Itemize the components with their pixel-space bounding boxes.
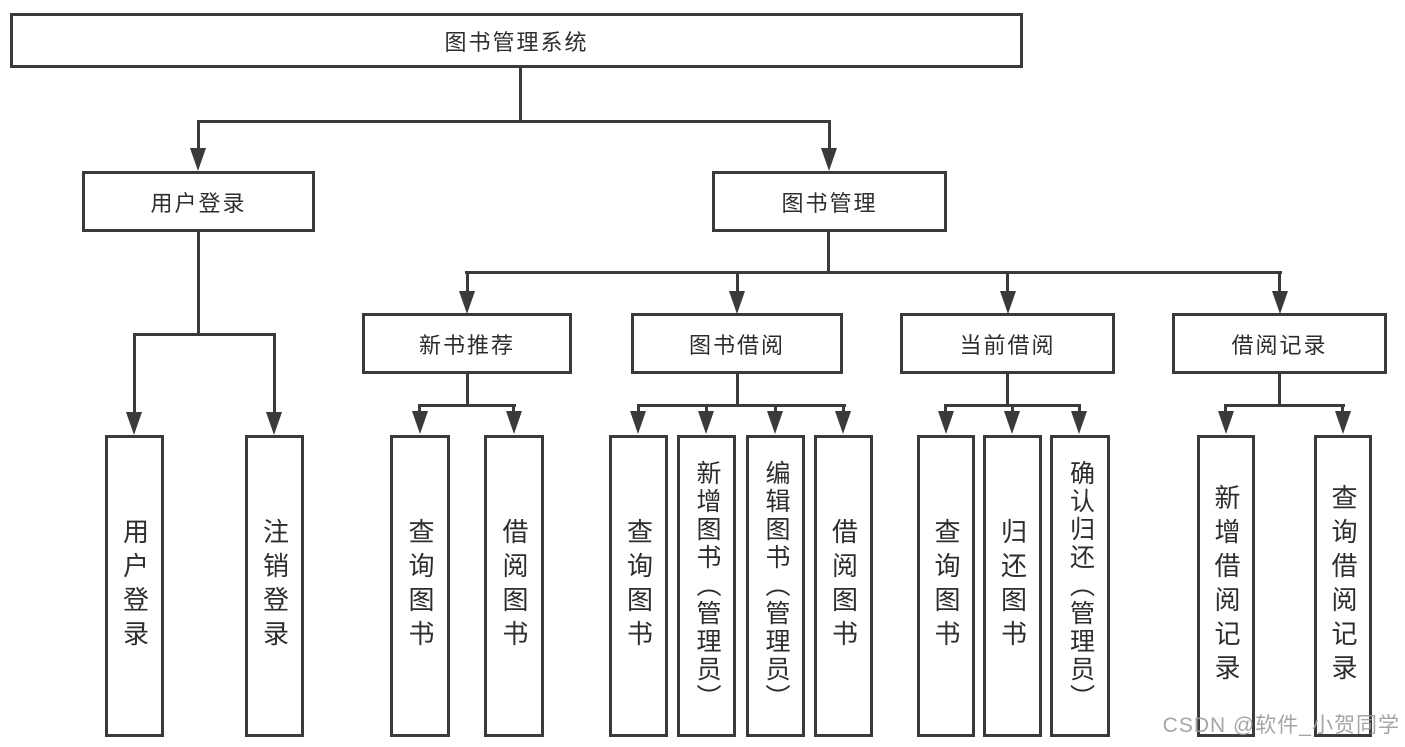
leaf-bb-borrow-books: 借阅图书 <box>814 435 873 737</box>
arrowhead-down-icon <box>412 411 428 434</box>
node-book-management: 图书管理 <box>712 171 947 232</box>
connector-line <box>1278 374 1281 407</box>
leaf-logout-label: 注销登录 <box>259 518 290 654</box>
leaf-br-query-record: 查询借阅记录 <box>1314 435 1372 737</box>
node-library-system: 图书管理系统 <box>10 13 1023 68</box>
leaf-nb-query-books: 查询图书 <box>390 435 450 737</box>
connector-line <box>1006 374 1009 407</box>
leaf-br-add-record-label: 新增借阅记录 <box>1211 484 1241 688</box>
leaf-nb-borrow-books: 借阅图书 <box>484 435 544 737</box>
arrowhead-down-icon <box>126 412 142 435</box>
connector-line <box>1224 404 1227 414</box>
node-current-borrowing-label: 当前借阅 <box>959 332 1056 358</box>
arrowhead-down-icon <box>630 411 646 434</box>
leaf-cb-confirm-return-admin: 确认归还（管理员） <box>1050 435 1110 737</box>
connector-line <box>466 374 469 407</box>
connector-line <box>774 404 777 414</box>
connector-line <box>827 232 830 274</box>
connector-line <box>736 271 739 293</box>
connector-line <box>1006 271 1009 293</box>
leaf-cb-query-books-label: 查询图书 <box>931 518 961 654</box>
leaf-nb-query-books-label: 查询图书 <box>405 518 435 654</box>
node-borrow-records-label: 借阅记录 <box>1231 332 1328 358</box>
node-borrow-records: 借阅记录 <box>1172 313 1387 374</box>
node-current-borrowing: 当前借阅 <box>900 313 1115 374</box>
leaf-bb-edit-books-admin-label: 编辑图书（管理员） <box>762 460 790 712</box>
connector-line <box>1078 404 1081 414</box>
connector-line <box>466 271 469 293</box>
connector-line <box>133 333 276 336</box>
connector-line <box>512 404 515 414</box>
connector-line <box>1011 404 1014 414</box>
node-new-book-recommend: 新书推荐 <box>362 313 572 374</box>
arrowhead-down-icon <box>1071 411 1087 434</box>
arrowhead-down-icon <box>938 411 954 434</box>
arrowhead-down-icon <box>506 411 522 434</box>
connector-line <box>273 333 276 417</box>
node-user-login-label: 用户登录 <box>150 190 247 216</box>
arrowhead-down-icon <box>698 411 714 434</box>
arrowhead-down-icon <box>1000 291 1016 314</box>
arrowhead-down-icon <box>821 148 837 171</box>
arrowhead-down-icon <box>1272 291 1288 314</box>
leaf-bb-add-books-admin: 新增图书（管理员） <box>677 435 736 737</box>
node-user-login: 用户登录 <box>82 171 315 232</box>
arrowhead-down-icon <box>266 412 282 435</box>
connector-line <box>133 333 136 417</box>
connector-line <box>828 120 831 152</box>
leaf-bb-query-books: 查询图书 <box>609 435 668 737</box>
connector-line <box>465 271 1282 274</box>
connector-line <box>736 374 739 407</box>
leaf-cb-return-books-label: 归还图书 <box>997 518 1028 654</box>
leaf-br-add-record: 新增借阅记录 <box>1197 435 1255 737</box>
node-new-book-recommend-label: 新书推荐 <box>418 332 515 358</box>
connector-line <box>418 404 516 407</box>
arrowhead-down-icon <box>1218 411 1234 434</box>
leaf-cb-return-books: 归还图书 <box>983 435 1042 737</box>
connector-line <box>637 404 846 407</box>
arrowhead-down-icon <box>835 411 851 434</box>
connector-line <box>197 232 200 336</box>
leaf-bb-borrow-books-label: 借阅图书 <box>828 518 859 654</box>
node-library-system-label: 图书管理系统 <box>444 29 589 55</box>
leaf-user-login: 用户登录 <box>105 435 164 737</box>
leaf-bb-add-books-admin-label: 新增图书（管理员） <box>693 460 721 712</box>
connector-line <box>1278 271 1281 293</box>
connector-line <box>197 120 831 123</box>
arrowhead-down-icon <box>729 291 745 314</box>
node-book-management-label: 图书管理 <box>781 190 878 216</box>
connector-line <box>1341 404 1344 414</box>
leaf-bb-edit-books-admin: 编辑图书（管理员） <box>746 435 805 737</box>
connector-line <box>842 404 845 414</box>
connector-line <box>418 404 421 414</box>
csdn-watermark: CSDN @软件_小贺同学 <box>1162 714 1400 737</box>
leaf-user-login-label: 用户登录 <box>119 518 150 654</box>
leaf-logout: 注销登录 <box>245 435 304 737</box>
connector-line <box>197 120 200 152</box>
connector-line <box>1224 404 1345 407</box>
arrowhead-down-icon <box>1004 411 1020 434</box>
connector-line <box>519 68 522 122</box>
node-book-borrowing-label: 图书借阅 <box>688 332 785 358</box>
connector-line <box>944 404 947 414</box>
connector-line <box>637 404 640 414</box>
leaf-cb-confirm-return-admin-label: 确认归还（管理员） <box>1066 460 1095 712</box>
arrowhead-down-icon <box>459 291 475 314</box>
leaf-cb-query-books: 查询图书 <box>917 435 975 737</box>
node-book-borrowing: 图书借阅 <box>631 313 843 374</box>
arrowhead-down-icon <box>1335 411 1351 434</box>
connector-line <box>705 404 708 414</box>
arrowhead-down-icon <box>190 148 206 171</box>
arrowhead-down-icon <box>767 411 783 434</box>
leaf-bb-query-books-label: 查询图书 <box>623 518 654 654</box>
leaf-br-query-record-label: 查询借阅记录 <box>1328 484 1358 688</box>
leaf-nb-borrow-books-label: 借阅图书 <box>499 518 529 654</box>
